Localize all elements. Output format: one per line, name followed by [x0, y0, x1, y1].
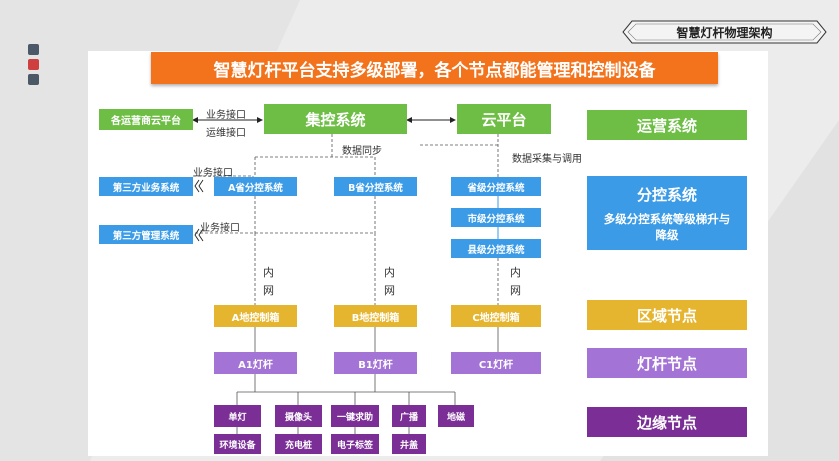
headline-banner: 智慧灯杆平台支持多级部署，各个节点都能管理和控制设备	[151, 52, 718, 84]
node-b1-pole-label: B1灯杆	[358, 359, 393, 371]
device-camera-label: 摄像头	[284, 412, 312, 423]
legend-sub-control: 分控系统 多级分控系统等级梯升与降级	[587, 176, 747, 250]
node-c-control-box-label: C地控制箱	[472, 312, 520, 324]
node-cloud-platform-label: 云平台	[481, 110, 527, 129]
label-intranet-c-2: 网	[510, 284, 521, 297]
node-a-control-box: A地控制箱	[214, 305, 297, 327]
device-environment-label: 环境设备	[219, 440, 256, 451]
slide-decoration-dots	[28, 44, 39, 89]
device-manhole-label: 井盖	[399, 440, 418, 451]
node-b-control-box-label: B地控制箱	[351, 312, 400, 324]
device-broadcast: 广播	[392, 405, 426, 427]
label-business-interface-1: 业务接口	[206, 110, 246, 121]
node-third-business-label: 第三方业务系统	[112, 182, 180, 194]
node-province-level-label: 省级分控系统	[467, 182, 525, 194]
legend-edge: 边缘节点	[587, 407, 747, 437]
legend-region: 区域节点	[587, 300, 747, 330]
node-third-business: 第三方业务系统	[99, 177, 193, 196]
node-county-level-label: 县级分控系统	[467, 244, 525, 256]
legend-edge-label: 边缘节点	[636, 413, 697, 432]
node-b-control-box: B地控制箱	[334, 305, 417, 327]
label-maintenance-interface: 运维接口	[206, 128, 246, 139]
node-a-province: A省分控系统	[214, 177, 297, 196]
device-geomagnetic: 地磁	[438, 405, 474, 427]
node-central-control: 集控系统	[264, 104, 407, 134]
node-c1-pole-label: C1灯杆	[478, 359, 514, 371]
device-broadcast-label: 广播	[399, 412, 418, 423]
node-b-province: B省分控系统	[334, 177, 417, 196]
node-province-level: 省级分控系统	[451, 177, 541, 196]
label-business-interface-2: 业务接口	[193, 168, 233, 179]
node-cloud-platform: 云平台	[457, 104, 551, 134]
legend-pole: 灯杆节点	[587, 348, 747, 378]
label-intranet-b-2: 网	[384, 284, 395, 297]
device-e-tag-label: 电子标签	[336, 440, 373, 451]
legend-sub-control-desc: 多级分控系统等级梯升与降级	[603, 211, 731, 242]
legend-region-label: 区域节点	[636, 306, 697, 325]
device-environment: 环境设备	[214, 434, 261, 454]
node-third-management: 第三方管理系统	[99, 225, 193, 244]
device-charging-pile-label: 充电桩	[284, 440, 312, 451]
legend-pole-label: 灯杆节点	[636, 354, 697, 373]
header-tag: 智慧灯杆物理架构	[622, 20, 827, 44]
node-county-level: 县级分控系统	[451, 239, 541, 258]
legend-sub-control-label: 分控系统	[636, 185, 697, 204]
node-a1-pole-label: A1灯杆	[238, 359, 273, 371]
device-geomagnetic-label: 地磁	[446, 412, 465, 423]
node-c-control-box: C地控制箱	[451, 305, 541, 327]
device-charging-pile: 充电桩	[275, 434, 322, 454]
legend-operation: 运营系统	[587, 110, 747, 140]
node-city-level: 市级分控系统	[451, 208, 541, 227]
legend-operation-label: 运营系统	[636, 116, 697, 135]
node-a1-pole: A1灯杆	[214, 352, 297, 374]
label-intranet-c-1: 内	[510, 266, 521, 279]
node-third-management-label: 第三方管理系统	[112, 230, 180, 242]
header-tag-frame	[622, 20, 827, 44]
node-a-control-box-label: A地控制箱	[231, 312, 280, 324]
node-b1-pole: B1灯杆	[334, 352, 417, 374]
label-data-collect: 数据采集与调用	[512, 154, 582, 165]
node-b-province-label: B省分控系统	[348, 182, 403, 194]
device-e-tag: 电子标签	[331, 434, 379, 454]
node-operator-cloud: 各运营商云平台	[99, 109, 193, 130]
node-central-control-label: 集控系统	[305, 110, 366, 129]
device-camera: 摄像头	[275, 405, 322, 427]
device-single-lamp: 单灯	[214, 405, 261, 427]
node-c1-pole: C1灯杆	[451, 352, 541, 374]
header-tag-label: 智慧灯杆物理架构	[676, 25, 773, 40]
headline-banner-text: 智慧灯杆平台支持多级部署，各个节点都能管理和控制设备	[213, 60, 656, 81]
node-operator-cloud-label: 各运营商云平台	[111, 116, 181, 127]
label-business-interface-3: 业务接口	[200, 223, 240, 234]
device-manhole: 井盖	[392, 434, 426, 454]
node-a-province-label: A省分控系统	[228, 182, 283, 194]
label-intranet-a-2: 网	[263, 284, 274, 297]
label-intranet-b-1: 内	[384, 266, 395, 279]
device-help-button: 一键求助	[331, 405, 379, 427]
device-single-lamp-label: 单灯	[228, 412, 247, 423]
label-intranet-a-1: 内	[263, 266, 274, 279]
device-help-button-label: 一键求助	[336, 412, 373, 423]
node-city-level-label: 市级分控系统	[467, 213, 525, 225]
label-data-sync: 数据同步	[342, 146, 382, 157]
